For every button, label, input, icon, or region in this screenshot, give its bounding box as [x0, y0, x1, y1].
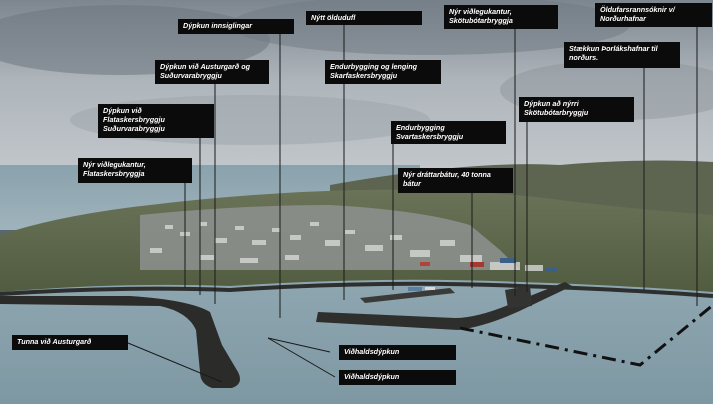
planned-harbor-extension-line: [459, 303, 713, 367]
label-nyr-vidlegukantur-flataskers: Nýr viðlegukantur, Flataskersbryggja: [78, 158, 192, 183]
austurgardur-breakwater: [0, 296, 240, 388]
label-endurbygging-lenging-skarfaskers: Endurbygging og lenging Skarfaskersbrygg…: [325, 60, 441, 84]
shoreline: [0, 281, 713, 298]
label-tunna-austurgard: Tunna við Austurgarð: [12, 335, 128, 350]
inner-breakwater: [316, 282, 572, 330]
label-oldufarsrannsoknir: Öldufarsrannsóknir v/ Norðurhafnar: [595, 3, 712, 27]
boat: [425, 287, 435, 290]
label-nytt-oldudufl: Nýtt öldudufl: [306, 11, 422, 25]
label-endurbygging-svartaskers: Endurbygging Svartaskersbryggju: [391, 121, 506, 144]
label-dypkun-innsiglingar: Dýpkun innsiglingar: [178, 19, 294, 34]
label-vidhaldsdypkun-1: Viðhaldsdýpkun: [339, 345, 456, 360]
pier: [505, 286, 532, 308]
label-nyr-vidlegukantur-skotubotarbryggju: Nýr viðlegukantur, Skötubótarbryggja: [444, 5, 558, 29]
label-vidhaldsdypkun-2: Viðhaldsdýpkun: [339, 370, 456, 385]
label-nyr-drattarbatur: Nýr dráttarbátur, 40 tonna bátur: [398, 168, 513, 193]
industrial-roofs: [420, 258, 557, 272]
label-dypkun-flataskers-sudurvarar: Dýpkun við Flataskersbryggju Suðurvarabr…: [98, 104, 214, 138]
pier: [360, 288, 455, 303]
label-dypkun-nyrri-skotubotarbryggju: Dýpkun að nýrri Skötubótarbryggju: [519, 97, 634, 122]
label-dypkun-austurgard-sudurvarar: Dýpkun við Austurgarð og Suðurvarabryggj…: [155, 60, 269, 84]
boat: [408, 287, 422, 291]
label-staekkun-thorlakshafnar: Stækkun Þorlákshafnar til norðurs.: [564, 42, 680, 68]
